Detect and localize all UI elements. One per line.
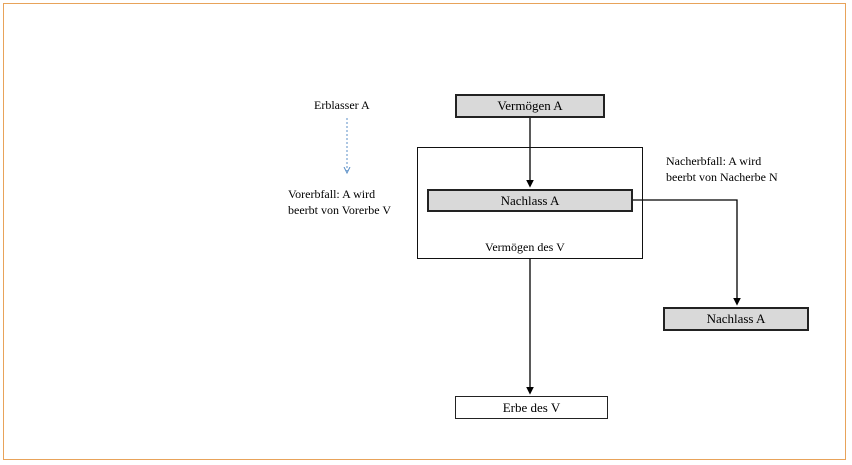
nacherbfall-label: Nacherbfall: A wird beerbt von Nacherbe … — [666, 153, 778, 185]
vorerbfall-label: Vorerbfall: A wird beerbt von Vorerbe V — [288, 186, 391, 218]
outer-frame — [3, 3, 846, 460]
nachlass-a-inner-box: Nachlass A — [427, 189, 633, 212]
erbe-v-box: Erbe des V — [455, 396, 608, 419]
nacherbfall-line-2: beerbt von Nacherbe N — [666, 170, 778, 184]
arrow-nachlass-to-nacherbe — [633, 199, 741, 306]
nachlass-a-right-box: Nachlass A — [663, 307, 809, 331]
vorerbfall-line-1: Vorerbfall: A wird — [288, 187, 376, 201]
vermoegen-v-container — [417, 147, 643, 259]
vermoegen-a-box: Vermögen A — [455, 94, 605, 118]
erblasser-label: Erblasser A — [314, 98, 370, 112]
nacherbfall-line-1: Nacherbfall: A wird — [666, 154, 762, 168]
vermoegen-v-label: Vermögen des V — [485, 240, 565, 254]
vorerbfall-line-2: beerbt von Vorerbe V — [288, 203, 391, 217]
